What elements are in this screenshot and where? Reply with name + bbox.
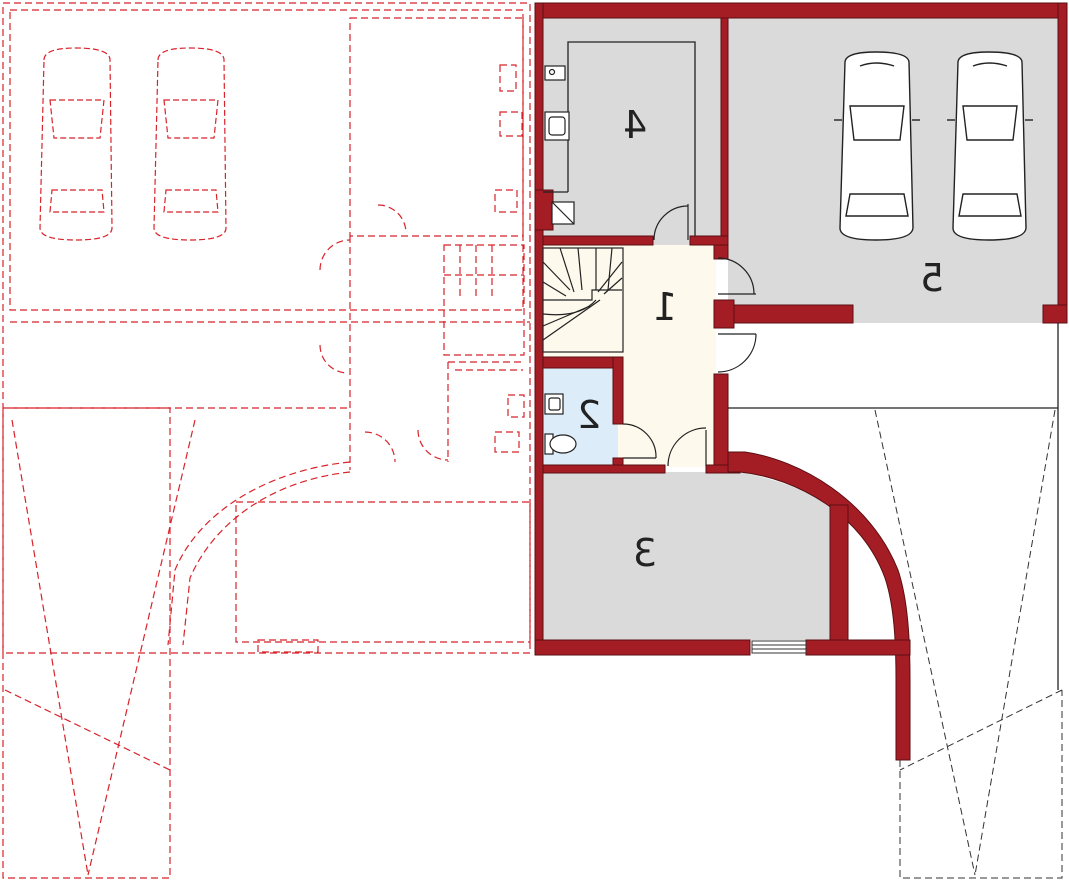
washbasin-wc-icon (544, 393, 564, 415)
door-swing-icon (622, 204, 757, 467)
ghost-neighbour-plan (2, 2, 531, 879)
car-icon (947, 51, 1033, 241)
washbasin-icon (544, 65, 570, 141)
driveway-dashed (874, 409, 1063, 879)
walls (534, 2, 1068, 761)
room-3-label: 3 (633, 531, 657, 575)
room-1-label: 1 (653, 285, 677, 329)
ghost-car-left (39, 47, 113, 241)
room-4-label: 4 (623, 103, 647, 147)
car-icon (834, 51, 920, 241)
stair-icon (542, 247, 624, 353)
ghost-car-right (153, 47, 227, 241)
room-5-label: 5 (920, 256, 944, 300)
room-2-label: 2 (577, 393, 601, 437)
room-3-fill (543, 472, 832, 640)
toilet-icon (544, 433, 577, 455)
box-fixture (551, 201, 575, 225)
window-icon (751, 640, 807, 654)
room-labels: 4 5 1 2 3 (577, 103, 944, 575)
